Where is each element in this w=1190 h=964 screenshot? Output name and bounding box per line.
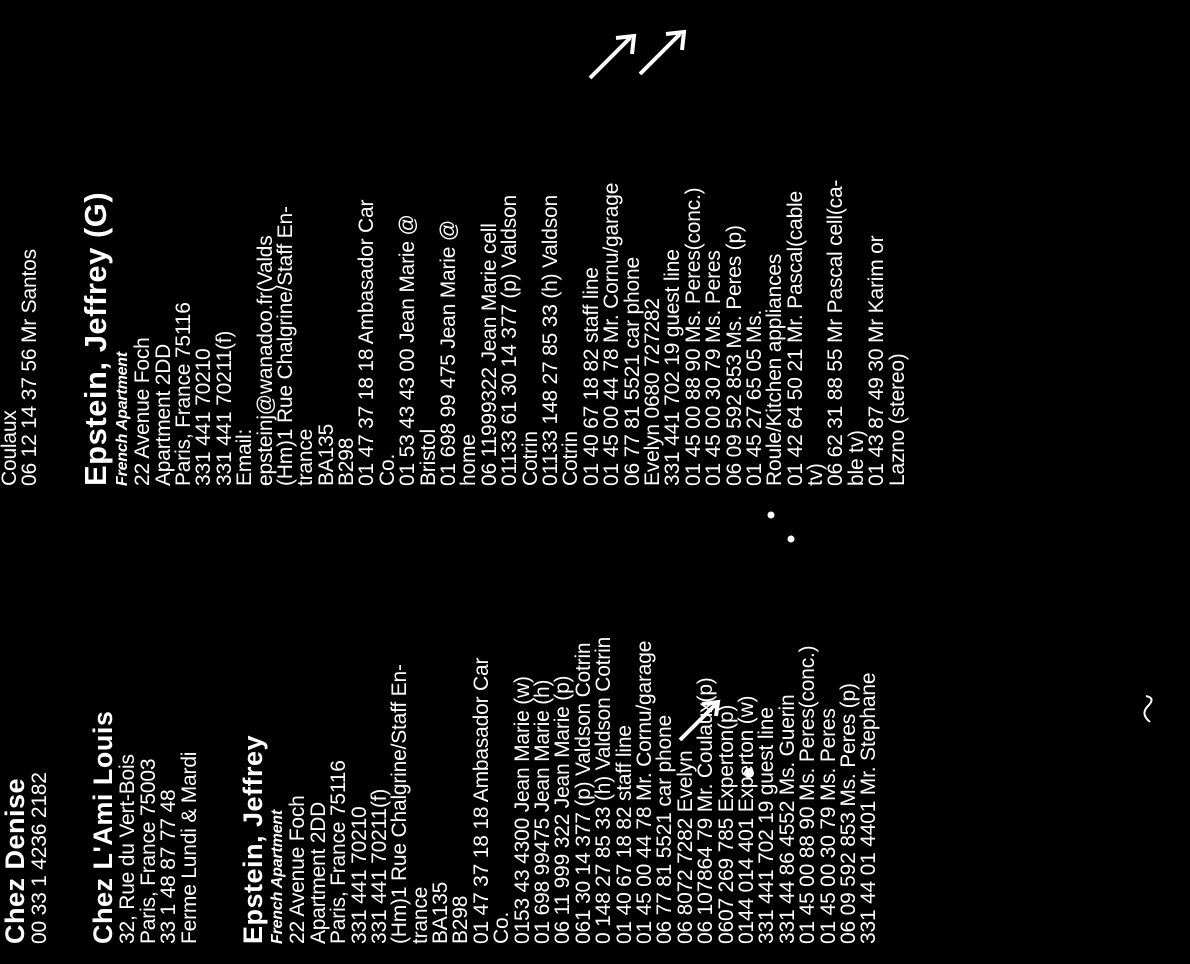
contact-line: 331 441 70211(f) (212, 330, 236, 486)
contact-line: 06 62 31 88 55 Mr Pascal cell(ca- (824, 179, 848, 486)
contact-line: (Hm)1 Rue Chalgrine/Staff En- (388, 664, 412, 944)
contact-line: B298 (449, 895, 473, 944)
contact-line: 331 441 70210 (192, 348, 216, 486)
contact-line: 06 11999322 Jean Marie cell (477, 223, 501, 486)
contact-line: 01 47 37 18 18 Ambasador Car (355, 199, 379, 486)
handwritten-arrow-icon (638, 29, 687, 76)
entry-name-chez-denise: Chez Denise (0, 777, 30, 944)
contact-line: Coulaux (0, 410, 21, 486)
contact-line: Bristol (416, 429, 440, 486)
handwritten-arrow-icon (678, 699, 721, 742)
contact-line: 331 441 702 19 guest line (755, 707, 779, 944)
contact-line: Paris, France 75116 (171, 302, 195, 486)
contact-line: Apartment 2DD (151, 343, 175, 486)
entry-name-chez-lami-louis: Chez L'Ami Louis (88, 710, 119, 944)
contact-line: Email: (233, 428, 257, 486)
bullet-dot-icon (744, 768, 754, 778)
contact-line: ble tv) (844, 430, 868, 486)
left-column: Chez Denise 00 33 1 4236 2182 Chez L'Ami… (0, 504, 880, 944)
handwritten-arrow-icon (588, 33, 637, 80)
contact-line: epsteinj@wanadoo.fr(Valds (253, 235, 277, 486)
contact-line: 01 45 00 88 90 Ms. Peres(conc.) (796, 645, 820, 944)
contact-line: 331 44 86 4552 Ms. Guerin (775, 694, 799, 944)
contact-line: 01 698 99475 Jean Marie (h) (531, 679, 555, 944)
contact-line: trance (408, 886, 432, 944)
contact-line: 01 45 00 30 79 Ms. Peres (702, 250, 726, 486)
spacer (41, 6, 79, 486)
hours-line: Ferme Lundi & Mardi (177, 751, 201, 944)
entry-name-epstein: Epstein, Jeffrey (237, 734, 268, 944)
contact-line: 331 441 70210 (347, 806, 371, 944)
spacer (200, 504, 238, 944)
contact-line: 331 441 70211(f) (367, 788, 391, 944)
contact-line: BA135 (429, 881, 453, 944)
contact-line: 01 45 27 65 05 Ms. (742, 309, 766, 486)
contact-line: BA135 (314, 423, 338, 486)
spacer (50, 504, 88, 944)
scribble-mark-icon (1143, 695, 1153, 723)
contact-line: 01133 148 27 85 33 (h) Valdson (538, 195, 562, 486)
contact-line: 01 40 67 18 82 staff line (612, 725, 636, 944)
contact-line: 0153 43 4300 Jean Marie (w) (510, 676, 534, 944)
contact-line: 01 698 99 475 Jean Marie @ (437, 220, 461, 486)
bullet-dot-icon (767, 511, 775, 519)
contact-line: 06 12 14 37 56 Mr Santos (18, 249, 42, 486)
contact-line: 01 53 43 43 00 Jean Marie @ (396, 214, 420, 486)
contact-line: trance (294, 428, 318, 486)
contact-line: 01 42 64 50 21 Mr. Pascal(cable (783, 191, 807, 486)
contact-line: 01 43 87 49 30 Mr Karim or (865, 235, 889, 486)
entry-phone: 00 33 1 4236 2182 (28, 772, 51, 944)
contact-line: 01 45 00 30 79 Ms. Peres (816, 708, 840, 944)
contact-line: 06 09 592 853 Ms. Peres (p) (722, 225, 746, 486)
entry-type: French Apartment (113, 351, 131, 486)
contact-line: Co. (490, 911, 514, 944)
contact-line: 06 11 999 322 Jean Marie (p) (551, 675, 575, 944)
entry-type: French Apartment (268, 809, 286, 944)
contact-line: 331 44 01 4401 Mr. Stephane (857, 672, 881, 944)
phone-line: 33 1 48 87 77 48 (157, 789, 181, 944)
entry-name-epstein-g: Epstein, Jeffrey (G) (77, 191, 113, 486)
contact-line: 01 47 37 18 18 Ambasador Car (469, 657, 493, 944)
contact-line: Apartment 2DD (306, 801, 330, 944)
bullet-dot-icon (787, 535, 795, 543)
contact-line: Lazno (stereo) (885, 353, 909, 486)
contact-line: B298 (335, 437, 359, 486)
contact-line: home (457, 434, 481, 486)
contact-line: 0144 014 401 Experton (w) (734, 695, 758, 944)
contact-line: 01133 61 30 14 377 (p) Valdson (498, 195, 522, 486)
contact-line: Roule/Kitchen appliances (763, 253, 787, 486)
contact-line: 0 148 27 85 33 (h) Valdson Cotrin (592, 636, 616, 944)
contact-line: Cotrin (559, 431, 583, 486)
contact-line: Paris, France 75116 (327, 760, 351, 944)
contact-line: 22 Avenue Foch (286, 795, 310, 944)
contact-line: 06 09 592 853 Ms. Peres (p) (836, 683, 860, 944)
contact-line: 01 45 00 44 78 Mr. Cornu/garage (632, 640, 656, 944)
contact-line: tv) (804, 463, 828, 486)
address-line: 32, Rue du Vert-Bois (116, 754, 140, 944)
contact-line: 061 30 14 377 (p) Valdson Cotrin (571, 642, 595, 944)
contact-line: (Hm)1 Rue Chalgrine/Staff En- (273, 206, 297, 486)
contact-line: 22 Avenue Foch (131, 337, 155, 486)
contact-line: Cotrin (518, 431, 542, 486)
address-line: Paris, France 75003 (136, 758, 160, 944)
contact-line: Co. (375, 453, 399, 486)
